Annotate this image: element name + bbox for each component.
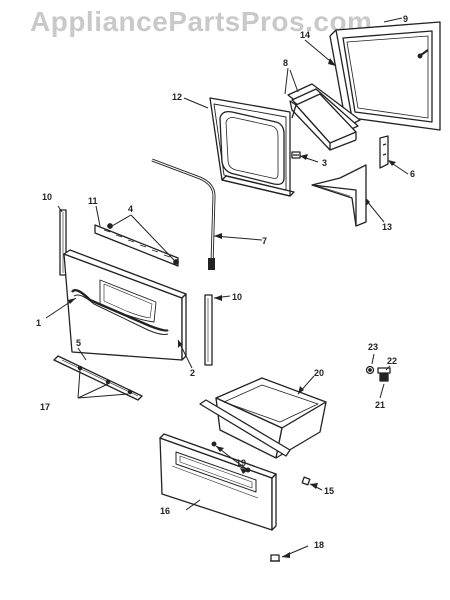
screw-9: [417, 49, 429, 59]
callout-17: 17: [40, 402, 50, 412]
callout-11: 11: [88, 196, 98, 206]
callout-18: 18: [314, 540, 324, 550]
callout-6: 6: [410, 169, 415, 179]
clip-3: [291, 151, 301, 159]
drawer-pan-20: [199, 377, 327, 459]
callout-13: 13: [382, 222, 392, 232]
drawer-front-16: [159, 433, 277, 531]
callout-10-right: 10: [232, 292, 242, 302]
callout-12: 12: [172, 92, 182, 102]
screws-19: [211, 441, 251, 473]
leveling-foot-18: [270, 554, 280, 562]
callout-23: 23: [368, 342, 378, 352]
callout-5: 5: [76, 338, 81, 348]
inner-door-frame: [209, 97, 295, 197]
callout-7: 7: [262, 236, 267, 246]
callout-3: 3: [322, 158, 327, 168]
outer-door-panel: [329, 21, 441, 131]
screws-4: [107, 223, 179, 265]
main-door-front: [63, 249, 187, 361]
callout-21: 21: [375, 400, 385, 410]
callout-labels: 9 14 8 12 3 6 13 10 11 4 7 10 1 2 5 17 2…: [36, 14, 415, 550]
side-trim-right: [204, 294, 213, 366]
callout-2: 2: [190, 368, 195, 378]
callout-1: 1: [36, 318, 41, 328]
callout-9: 9: [403, 14, 408, 24]
watermark: AppliancePartsPros.com: [30, 6, 373, 37]
callout-10-left: 10: [42, 192, 52, 202]
side-trim-left: [59, 209, 67, 276]
callout-22: 22: [387, 356, 397, 366]
inner-channel-13: [311, 164, 367, 227]
callout-16: 16: [160, 506, 170, 516]
door-gasket-7: [151, 158, 216, 270]
callout-19: 19: [236, 458, 246, 468]
vent-strip-11: [94, 224, 179, 267]
bracket-6: [379, 135, 389, 169]
bottom-rail: [53, 355, 143, 401]
arrowheads: [68, 58, 396, 558]
callout-14: 14: [300, 30, 310, 40]
glass-panels: [287, 83, 361, 151]
callout-8: 8: [283, 58, 288, 68]
hardware-21-22-23: [365, 365, 391, 382]
clip-15: [301, 476, 311, 486]
callout-20: 20: [314, 368, 324, 378]
callout-4: 4: [128, 204, 133, 214]
callout-15: 15: [324, 486, 334, 496]
